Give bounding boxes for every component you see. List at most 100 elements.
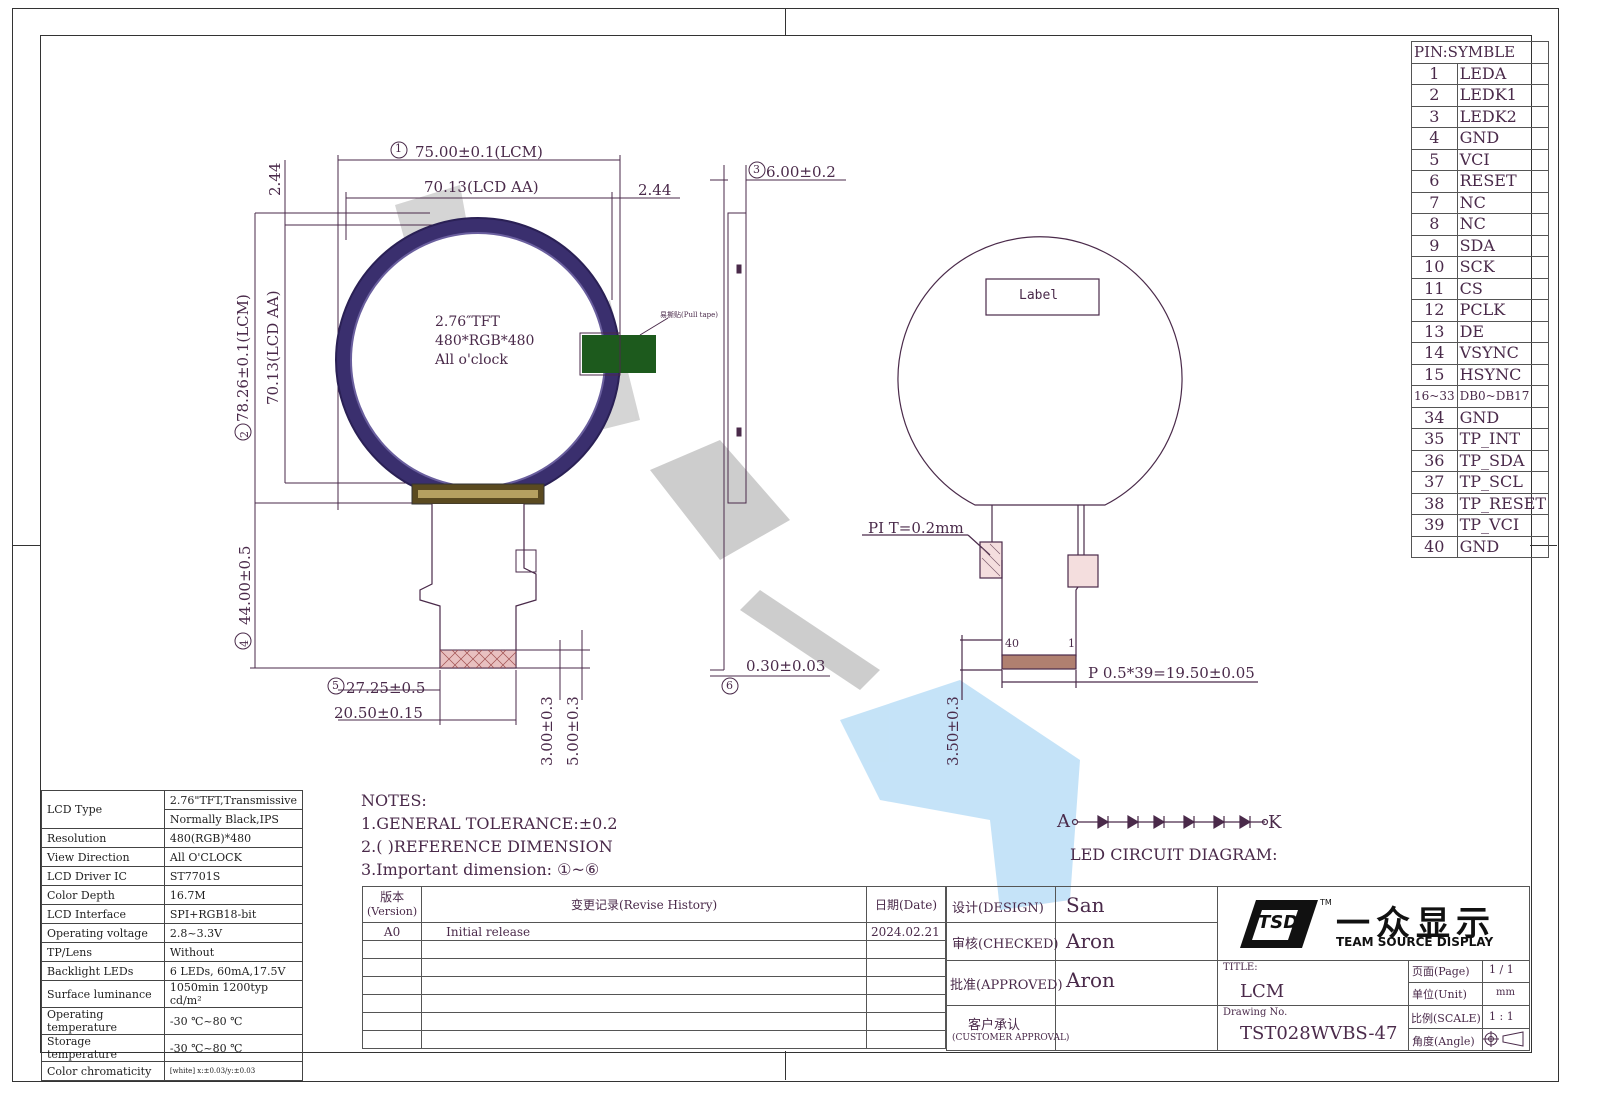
logo-tm: TM [1320, 898, 1332, 907]
spec-value: All O'CLOCK [163, 847, 304, 867]
pin-symbol: TP_RESET [1456, 492, 1550, 515]
rev-desc: Initial release [421, 922, 867, 941]
spec-value: 1050min 1200typ cd/m² [163, 980, 304, 1008]
logo-english: TEAM SOURCE DISPLAY [1336, 935, 1494, 949]
spec-label: Operating temperature [41, 1007, 165, 1035]
fpc-width-dim: 20.50±0.15 [334, 704, 423, 722]
right-gap-dim: 2.44 [638, 181, 672, 199]
customer-label: 客户承认 [968, 1018, 1021, 1033]
pin-symbol: PCLK [1456, 299, 1550, 322]
side-view [710, 165, 846, 677]
projection-angle-icon [1483, 1031, 1524, 1047]
label-box-text: Label [1019, 288, 1059, 303]
pin-symbol: SCK [1456, 256, 1550, 279]
pin-number: 12 [1411, 299, 1458, 322]
back-offset-dim: 3.50±0.3 [944, 696, 962, 766]
pin-number: 11 [1411, 277, 1458, 300]
pin-number: 37 [1411, 471, 1458, 494]
pull-tape-label: 易撕贴(Pull tape) [660, 311, 718, 319]
spec-value: SPI+RGB18-bit [163, 904, 304, 924]
pin-number: 39 [1411, 514, 1458, 537]
pin-symbol: DB0~DB17 [1456, 385, 1550, 408]
stiffener-b-dim: 5.00±0.3 [564, 696, 582, 766]
pin-symbol: TP_SDA [1456, 449, 1550, 472]
lcm-width-dim: 75.00±0.1(LCM) [415, 143, 543, 161]
pin-symbol: CS [1456, 277, 1550, 300]
pin-symbol: RESET [1456, 170, 1550, 193]
title-block [946, 886, 1530, 1051]
pin-number: 8 [1411, 213, 1458, 236]
logo-chinese: 一众显示 [1336, 904, 1496, 944]
num-5: 5 [332, 679, 339, 692]
num-1: 1 [395, 142, 402, 155]
pin-number: 35 [1411, 428, 1458, 451]
checked-label: 审核(CHECKED) [952, 937, 1059, 952]
pin-symbol: VCI [1456, 148, 1550, 171]
spec-value: -30 ℃~80 ℃ [163, 1034, 304, 1062]
stiffener-a-dim: 3.00±0.3 [538, 696, 556, 766]
lcm-height-dim: 78.26±0.1(LCM) [234, 294, 252, 422]
unit-value: mm [1496, 987, 1515, 998]
pin-symbol: HSYNC [1456, 363, 1550, 386]
revision-table: 版本(Version) 变更记录(Revise History) 日期(Date… [361, 886, 946, 1049]
spec-value: ST7701S [163, 866, 304, 886]
approved-name: Aron [1066, 968, 1115, 992]
spec-value: 16.7M [163, 885, 304, 905]
rev-header-history: 变更记录(Revise History) [421, 886, 867, 923]
pin-number: 38 [1411, 492, 1458, 515]
pin-number: 5 [1411, 148, 1458, 171]
spec-label: LCD Type [41, 790, 165, 829]
rev-header-date: 日期(Date) [866, 886, 946, 923]
rev-version: A0 [361, 922, 423, 941]
fpc-offset-dim: 27.25±0.5 [346, 679, 426, 697]
spec-label: Color Depth [41, 885, 165, 905]
display-text-2: 480*RGB*480 [435, 333, 535, 349]
pin-number: 1 [1411, 62, 1458, 85]
tsd-logo-mark [1240, 900, 1318, 948]
pi-thickness-dim: PI T=0.2mm [868, 519, 964, 537]
pull-tape [582, 335, 656, 373]
notes-title: NOTES: [361, 791, 427, 810]
pin-symbol: LEDK2 [1456, 105, 1550, 128]
unit-label: 单位(Unit) [1412, 988, 1467, 1001]
rev-date: 2024.02.21 [866, 922, 946, 941]
fpc-length-dim: 44.00±0.5 [236, 545, 254, 625]
spec-label: Resolution [41, 828, 165, 848]
rev-header-version: 版本(Version) [361, 886, 423, 923]
spec-label: LCD Interface [41, 904, 165, 924]
angle-label: 角度(Angle) [1412, 1035, 1475, 1048]
pin-number: 6 [1411, 170, 1458, 193]
spec-value: 6 LEDs, 60mA,17.5V [163, 961, 304, 981]
pin-symbol: TP_VCI [1456, 514, 1550, 537]
pitch-dim: P 0.5*39=19.50±0.05 [1088, 664, 1255, 682]
back-view [862, 236, 1258, 700]
spec-label: Operating voltage [41, 923, 165, 943]
led-circuit [1071, 814, 1269, 830]
num-4: 4 [238, 640, 251, 647]
spec-label: Color chromaticity [41, 1061, 165, 1081]
pin-symbol: SDA [1456, 234, 1550, 257]
num-2: 2 [238, 431, 251, 438]
fpc-fingers [1001, 654, 1077, 670]
pin-number: 13 [1411, 320, 1458, 343]
pin-symbol: NC [1456, 213, 1550, 236]
spec-value: 480(RGB)*480 [163, 828, 304, 848]
num-6: 6 [726, 679, 733, 692]
display-text-1: 2.76″TFT [435, 314, 500, 330]
num-3: 3 [753, 163, 760, 176]
fpc-stiffener [439, 649, 517, 669]
fpc-outline [419, 504, 537, 669]
thickness-dim: 6.00±0.2 [766, 163, 836, 181]
title-label: TITLE: [1223, 962, 1258, 973]
pin-number: 4 [1411, 127, 1458, 150]
lcd-aa-height-dim: 70.13(LCD AA) [264, 290, 282, 405]
pin-number: 40 [1411, 535, 1458, 558]
pin-last-label: 1 [1068, 637, 1075, 650]
drawing-number: TST028WVBS-47 [1240, 1023, 1398, 1044]
spec-label: TP/Lens [41, 942, 165, 962]
pin-symbol: GND [1456, 127, 1550, 150]
display-text-3: All o'clock [435, 352, 508, 368]
